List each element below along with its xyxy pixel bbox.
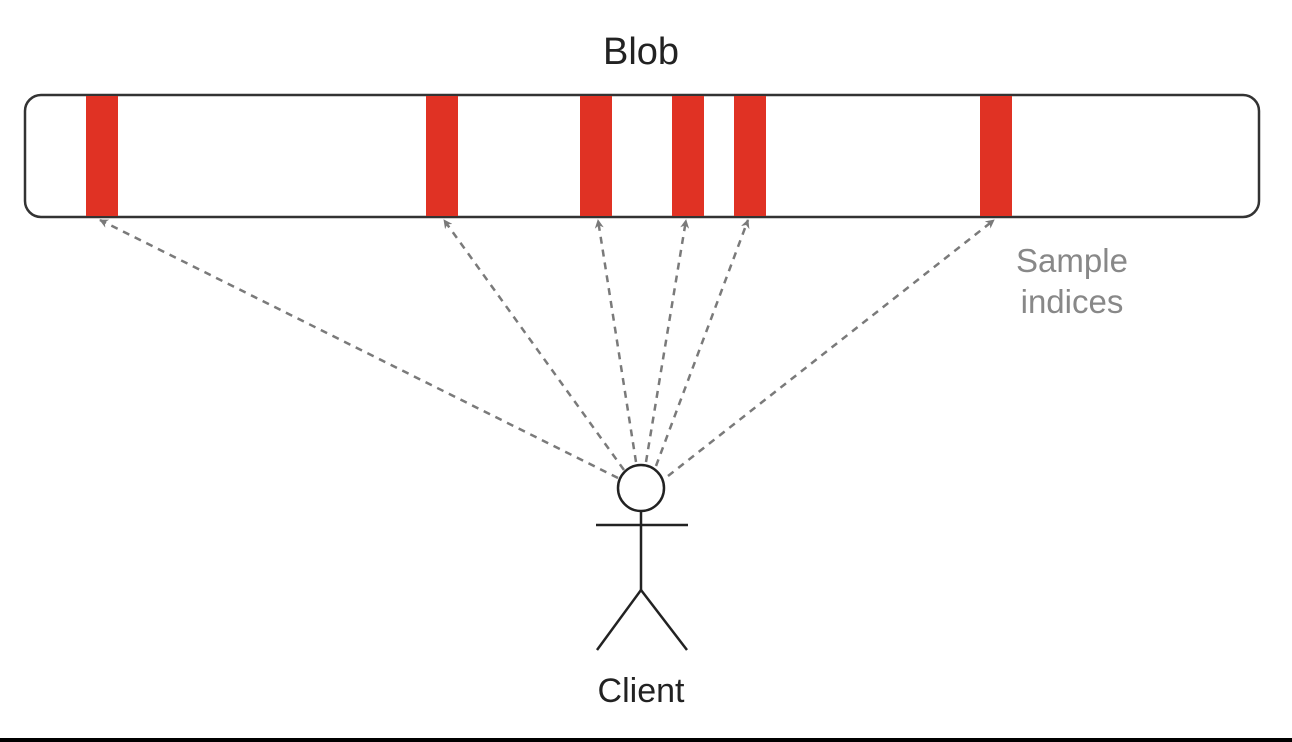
actor-right-leg [640, 589, 688, 651]
actor-left-leg [595, 589, 643, 651]
sample-marker [734, 96, 766, 216]
sample-marker [980, 96, 1012, 216]
annotation-line-2: indices [1021, 283, 1124, 320]
client-actor-icon [595, 463, 688, 651]
sample-arrows [99, 218, 995, 480]
sample-arrow [594, 219, 638, 463]
sample-marker [426, 96, 458, 216]
sample-marker [86, 96, 118, 216]
actor-head [616, 463, 666, 513]
blob-bar [23, 93, 1261, 219]
sample-arrow [654, 219, 750, 467]
sample-arrow [442, 219, 626, 471]
sample-arrow [667, 219, 995, 477]
annotation-line-1: Sample [1016, 242, 1128, 279]
sample-arrow [99, 218, 619, 480]
bottom-border [0, 738, 1292, 742]
sample-markers [86, 96, 1012, 216]
client-label: Client [598, 672, 685, 710]
blob-title: Blob [603, 31, 679, 73]
sample-marker [672, 96, 704, 216]
sample-arrow [644, 219, 690, 463]
sample-marker [580, 96, 612, 216]
